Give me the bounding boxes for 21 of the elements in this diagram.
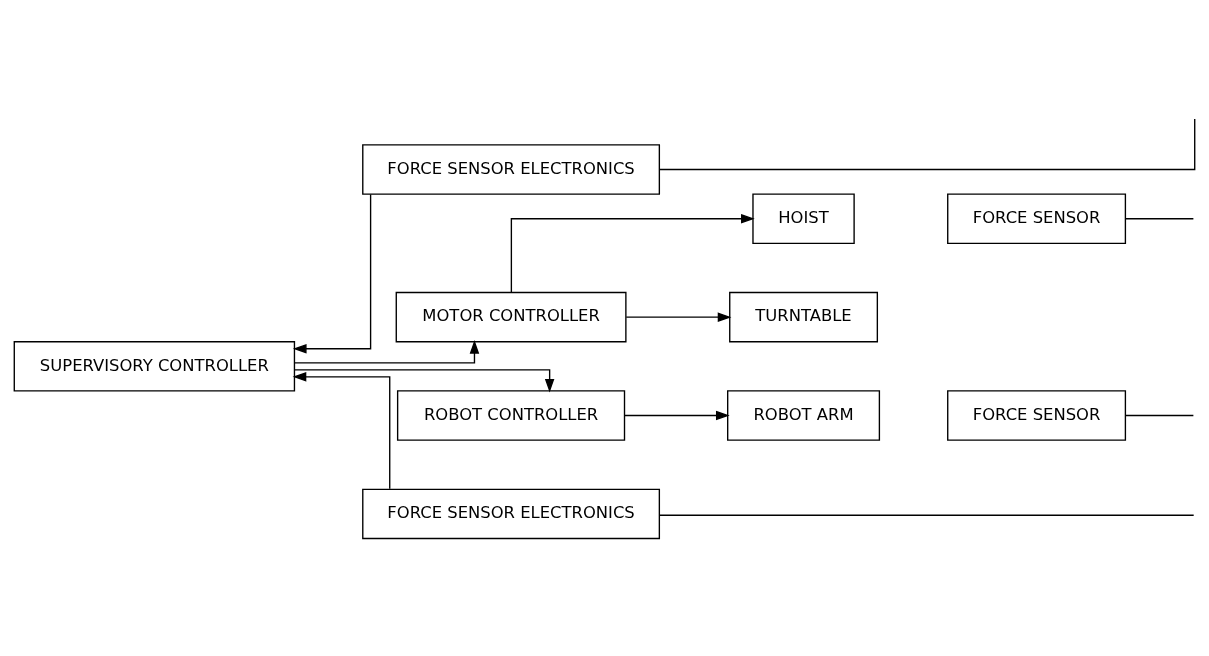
- node-box: TURNTABLE: [729, 291, 879, 342]
- node-box: FORCE SENSOR ELECTRONICS: [362, 143, 661, 195]
- arrow: [623, 410, 730, 420]
- arrow: [292, 193, 372, 354]
- arrow: [294, 368, 555, 393]
- node-box: MOTOR CONTROLLER: [395, 291, 627, 342]
- connector: [1124, 217, 1195, 219]
- arrow: [510, 213, 755, 293]
- arrow: [625, 311, 732, 322]
- node-box: FORCE SENSOR: [947, 389, 1127, 441]
- arrow: [294, 339, 480, 363]
- connector: [1124, 414, 1195, 416]
- node-box: ROBOT ARM: [727, 389, 881, 441]
- node-box: SUPERVISORY CONTROLLER: [13, 340, 296, 392]
- connector: [659, 514, 1195, 516]
- node-box: FORCE SENSOR: [947, 192, 1127, 244]
- node-box: HOIST: [752, 192, 855, 244]
- node-box: FORCE SENSOR ELECTRONICS: [362, 488, 661, 539]
- connector: [658, 117, 1196, 170]
- node-box: ROBOT CONTROLLER: [396, 389, 626, 441]
- arrow: [292, 371, 391, 489]
